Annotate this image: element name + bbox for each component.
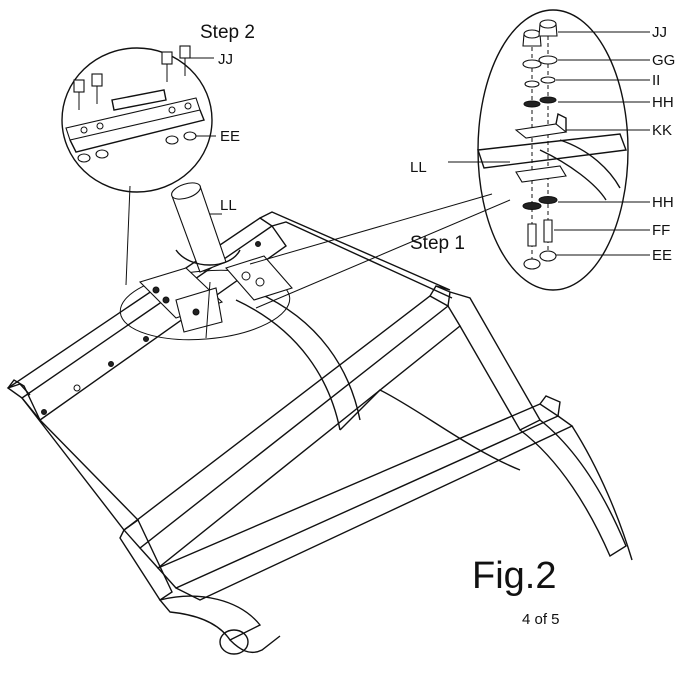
rail-hole <box>41 409 47 415</box>
nut-body <box>91 73 103 87</box>
hh-washer <box>538 196 558 204</box>
hh-label-bottom: HH <box>652 194 674 211</box>
step2-inset <box>61 45 216 193</box>
ee-cap <box>523 258 541 270</box>
ii-label: II <box>652 72 660 89</box>
jj-nut <box>179 45 191 76</box>
step2-label: Step 2 <box>200 22 255 43</box>
ll-arm-2 <box>539 149 607 201</box>
rail-hole <box>143 336 149 342</box>
kk-bracket <box>514 123 568 139</box>
figure-label: Fig.2 <box>472 555 556 597</box>
hh-washer <box>539 96 557 104</box>
rail-hole <box>108 361 114 367</box>
rocker-curl <box>229 635 281 654</box>
ee-cap <box>183 131 197 141</box>
jj-nut <box>161 51 173 82</box>
leader-to-step1-b <box>255 199 511 309</box>
jj-label-step1: JJ <box>652 24 667 41</box>
ee-cap <box>77 153 91 163</box>
mount-bolt <box>152 286 160 294</box>
gg-label: GG <box>652 52 675 69</box>
bar-hole <box>96 122 104 130</box>
gg-washer <box>538 55 558 65</box>
bar-hole <box>168 106 176 114</box>
nut-body <box>161 51 173 65</box>
left-top-rail <box>6 217 274 399</box>
step1-label: Step 1 <box>410 233 465 254</box>
step1-inset <box>448 9 650 291</box>
chair-frame <box>6 211 633 655</box>
left-leg-top <box>7 379 41 421</box>
page-number: 4 of 5 <box>522 611 560 628</box>
jj-nut <box>73 79 85 110</box>
right-top-rail-side <box>271 221 453 299</box>
ll-tube-top <box>171 182 201 200</box>
right-rocker-inner <box>571 425 633 561</box>
ll-arm <box>559 139 621 189</box>
ee-cap <box>165 135 179 145</box>
mount-bracket <box>175 287 223 333</box>
gg-washer <box>522 59 542 69</box>
mount-bolt <box>241 271 251 281</box>
rail-hole <box>255 241 261 247</box>
leader-to-step2 <box>125 185 131 286</box>
nut-body <box>179 45 191 59</box>
step1-oval <box>477 9 629 291</box>
mount-bolt <box>192 308 200 316</box>
step2-circle <box>61 47 213 193</box>
step2-bar <box>65 97 201 141</box>
ee-label-step2: EE <box>220 128 240 145</box>
bar-hole <box>184 102 192 110</box>
ll-label-main: LL <box>220 197 237 214</box>
hh-label-top: HH <box>652 94 674 111</box>
ee-cap <box>95 149 109 159</box>
ff-bolt <box>527 223 537 247</box>
ff-label: FF <box>652 222 670 239</box>
ll-collar <box>175 249 241 266</box>
right-rocker <box>519 419 627 558</box>
right-top-rail <box>259 211 451 291</box>
jj-label-step2: JJ <box>218 51 233 68</box>
mount-bolt <box>255 277 265 287</box>
crossbar-end <box>429 285 451 307</box>
ee-cap <box>539 250 557 262</box>
nut-body <box>73 79 85 93</box>
left-rocker <box>158 595 262 641</box>
left-rail-side <box>21 225 287 421</box>
bottom-rail-side <box>175 415 574 601</box>
step2-top-plate <box>111 89 167 111</box>
seat-edge <box>339 389 521 471</box>
left-leg-lower <box>119 519 173 601</box>
rail-hole <box>73 384 81 392</box>
ee-label-step1: EE <box>652 247 672 264</box>
nut-top <box>539 19 557 29</box>
lower-plate <box>515 165 567 183</box>
hh-washer <box>523 100 541 108</box>
seat-curve <box>235 299 341 431</box>
nut-top <box>523 29 541 39</box>
rocker-end <box>219 629 249 655</box>
jj-nut <box>91 73 103 104</box>
seat-curve-2 <box>255 291 361 421</box>
bottom-rail-end <box>539 395 561 417</box>
hh-washer <box>522 202 542 210</box>
kk-label: KK <box>652 122 672 139</box>
leader-to-step2-b <box>205 281 211 339</box>
leader-to-step1 <box>249 193 493 265</box>
bar-hole <box>80 126 88 134</box>
ff-bolt <box>543 219 553 243</box>
front-crossbar-side <box>139 305 461 569</box>
center-mount <box>119 182 293 341</box>
ll-label-step1: LL <box>410 159 427 176</box>
ii-washer <box>524 80 540 88</box>
ii-washer <box>540 76 556 84</box>
mount-bolt <box>162 296 170 304</box>
kk-bracket-lip <box>555 112 567 132</box>
ll-bar <box>477 133 627 169</box>
step2-bar-side <box>69 109 205 153</box>
